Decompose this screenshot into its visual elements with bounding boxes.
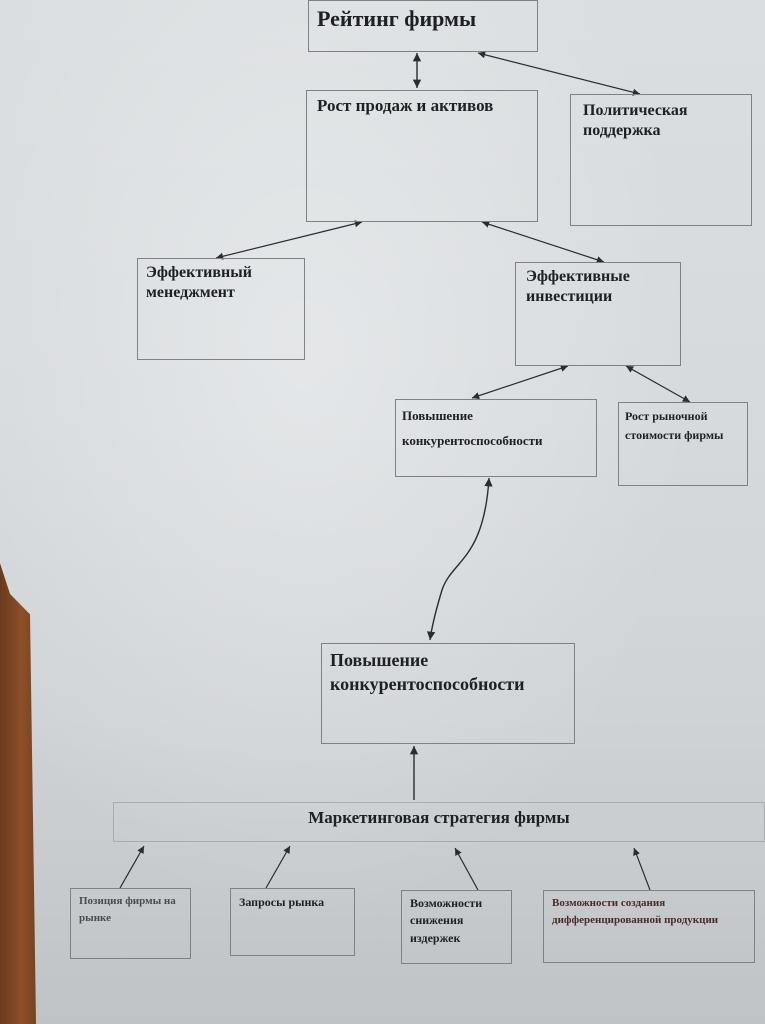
node-cost-reduction: Возможности снижения издержек: [401, 890, 512, 964]
node-marketing-strategy-label: Маркетинговая стратегия фирмы: [308, 808, 570, 827]
node-market-demands-label: Запросы рынка: [239, 895, 325, 909]
node-differentiated-products: Возможности создания дифференцированной …: [543, 890, 755, 963]
node-effective-management-label: Эффективный менеджмент: [146, 264, 252, 301]
node-differentiated-products-label: Возможности создания дифференцированной …: [552, 897, 719, 927]
node-effective-investments: Эффективные инвестиции: [515, 262, 681, 366]
node-effective-management: Эффективный менеджмент: [137, 258, 305, 360]
node-market-value: Рост рыночной стоимости фирмы: [618, 402, 748, 486]
node-competitiveness-small-label: Повышение конкурентоспособности: [402, 408, 543, 448]
node-market-position: Позиция фирмы на рынке: [70, 888, 191, 959]
node-effective-investments-label: Эффективные инвестиции: [526, 268, 630, 305]
node-sales-growth: Рост продаж и активов: [306, 90, 538, 222]
title-text: Рейтинг фирмы: [317, 6, 477, 31]
node-market-demands: Запросы рынка: [230, 888, 355, 956]
title-box: Рейтинг фирмы: [308, 0, 538, 52]
node-marketing-strategy: Маркетинговая стратегия фирмы: [113, 802, 765, 842]
node-market-value-label: Рост рыночной стоимости фирмы: [625, 409, 724, 443]
node-cost-reduction-label: Возможности снижения издержек: [410, 896, 483, 945]
node-political-support: Политическая поддержка: [570, 94, 752, 226]
node-competitiveness-main-label: Повышение конкурентоспособности: [330, 650, 525, 695]
node-competitiveness-small: Повышение конкурентоспособности: [395, 399, 597, 477]
node-competitiveness-main: Повышение конкурентоспособности: [321, 643, 575, 744]
node-political-support-label: Политическая поддержка: [583, 102, 688, 139]
node-market-position-label: Позиция фирмы на рынке: [79, 895, 176, 925]
node-sales-growth-label: Рост продаж и активов: [317, 96, 494, 115]
